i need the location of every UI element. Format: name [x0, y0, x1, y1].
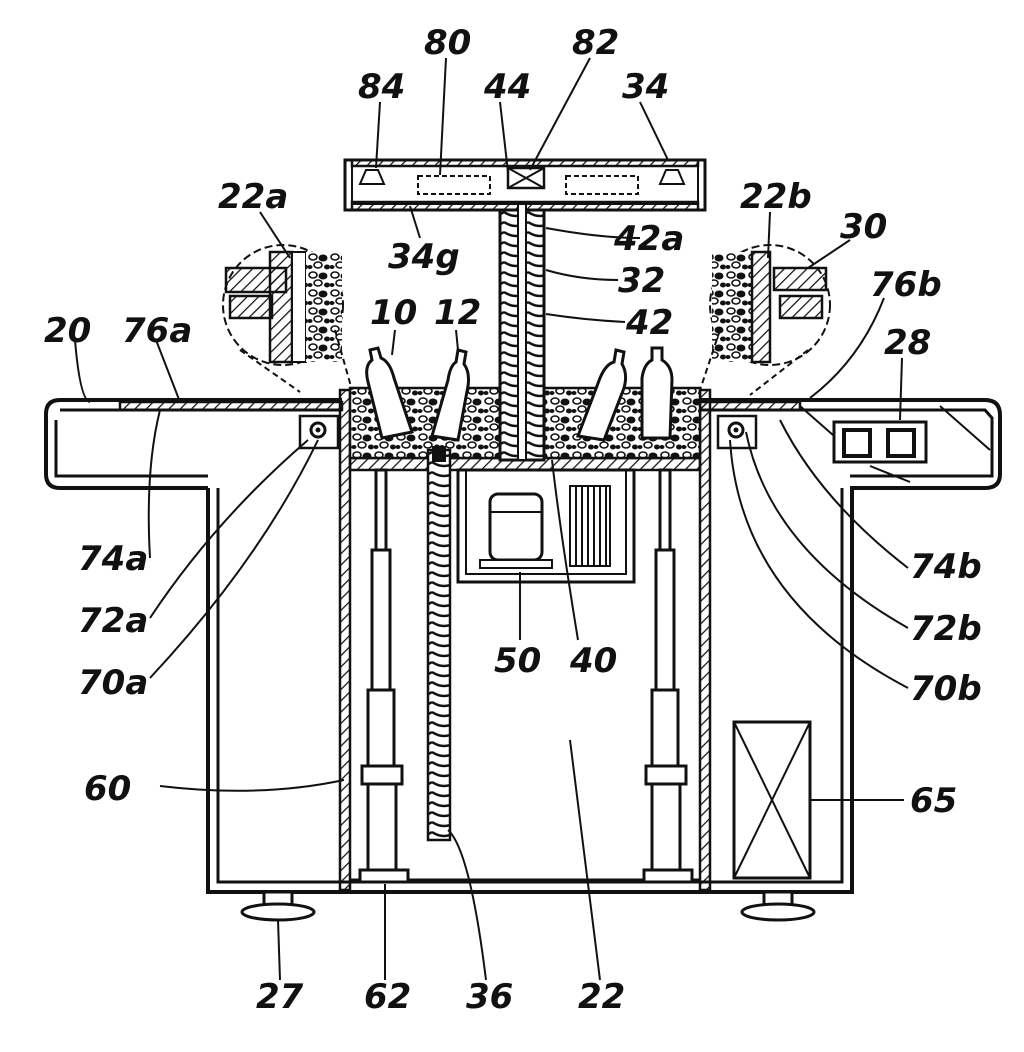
label-82: 82 [572, 23, 619, 63]
label-80: 80 [424, 23, 471, 63]
label-74a: 74a [78, 539, 148, 579]
condenser-coil-40 [569, 485, 611, 567]
feet [240, 890, 816, 922]
label-42a: 42a [613, 219, 684, 259]
label-60: 60 [84, 769, 131, 809]
label-40: 40 [569, 641, 617, 681]
bottle-3 [575, 348, 628, 442]
label-42: 42 [625, 303, 673, 343]
lift-cylinder-left [358, 468, 410, 884]
cabinet-body [206, 488, 854, 894]
label-84: 84 [358, 67, 405, 107]
label-36: 36 [466, 977, 513, 1017]
label-22b: 22b [740, 177, 812, 217]
label-50: 50 [494, 641, 541, 681]
box-65 [732, 720, 812, 880]
central-shaft [498, 203, 546, 462]
detail-circle-left [222, 244, 353, 393]
reference-labels: 80 82 84 44 34 22a 22b 30 34g 42a 32 76b… [44, 23, 982, 1017]
top-head-assembly [343, 158, 707, 212]
label-27: 27 [256, 977, 304, 1017]
label-72a: 72a [78, 601, 148, 641]
control-panel-28 [832, 420, 928, 464]
bottle-4 [640, 346, 674, 440]
compressor-50 [488, 492, 544, 562]
label-10: 10 [370, 293, 417, 333]
spiral-auger-36 [426, 446, 452, 842]
label-30: 30 [840, 207, 887, 247]
bottle-10 [365, 346, 414, 440]
label-32: 32 [618, 261, 665, 301]
label-28: 28 [884, 323, 931, 363]
label-62: 62 [364, 977, 411, 1017]
label-22: 22 [578, 977, 625, 1017]
label-65: 65 [910, 781, 957, 821]
pivot-mounts [298, 414, 758, 450]
label-72b: 72b [910, 609, 982, 649]
label-12: 12 [434, 293, 481, 333]
label-76b: 76b [870, 265, 942, 305]
label-44: 44 [483, 67, 531, 107]
label-70b: 70b [910, 669, 982, 709]
label-20: 20 [44, 311, 91, 351]
label-34g: 34g [388, 237, 460, 277]
leader-lines [74, 57, 909, 981]
label-34: 34 [622, 67, 669, 107]
label-70a: 70a [78, 663, 148, 703]
bottle-12 [430, 348, 470, 442]
cooling-compartment [456, 468, 636, 584]
lift-cylinder-right [642, 468, 694, 884]
label-74b: 74b [910, 547, 982, 587]
detail-circle-right [699, 244, 831, 396]
bottles [365, 346, 674, 442]
label-76a: 76a [122, 311, 192, 351]
label-22a: 22a [218, 177, 288, 217]
